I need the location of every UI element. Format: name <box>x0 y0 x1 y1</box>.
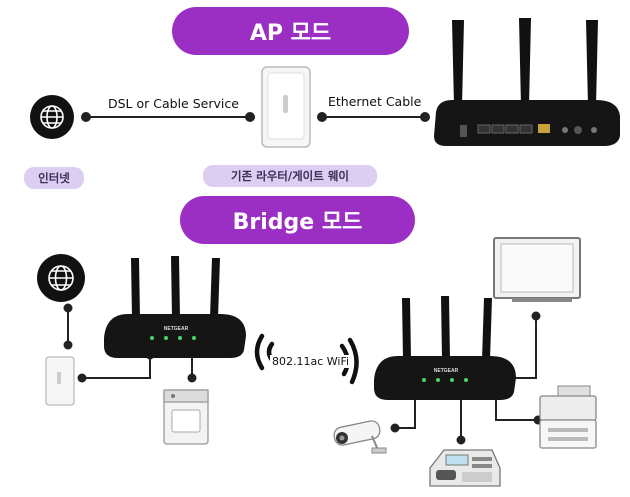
ap-connection-lines <box>81 112 430 122</box>
ethernet-link-label: Ethernet Cable <box>328 94 422 109</box>
camera-icon <box>333 420 387 454</box>
router-icon <box>104 256 246 358</box>
globe-icon <box>30 95 74 139</box>
existing-router-tag: 기존 라우터/게이트 웨이 <box>203 165 377 187</box>
globe-icon <box>37 254 85 302</box>
console-icon <box>163 389 209 445</box>
router-icon <box>434 18 620 146</box>
router-icon <box>374 296 516 400</box>
internet-tag: 인터넷 <box>24 167 84 189</box>
router-brand-label: NETGEAR <box>434 368 459 374</box>
dsl-link-label: DSL or Cable Service <box>108 96 239 111</box>
router-brand-label: NETGEAR <box>164 326 189 332</box>
modem-icon <box>261 66 311 148</box>
bridge-connection-lines <box>63 303 543 445</box>
ap-mode-title: AP 모드 <box>172 7 409 55</box>
phone-icon <box>429 449 501 487</box>
bridge-mode-title: Bridge 모드 <box>180 196 415 244</box>
printer-icon <box>539 385 597 449</box>
wifi-link-label: 802.11ac WiFi <box>270 355 352 368</box>
modem-icon <box>45 356 75 406</box>
monitor-icon <box>493 237 581 302</box>
